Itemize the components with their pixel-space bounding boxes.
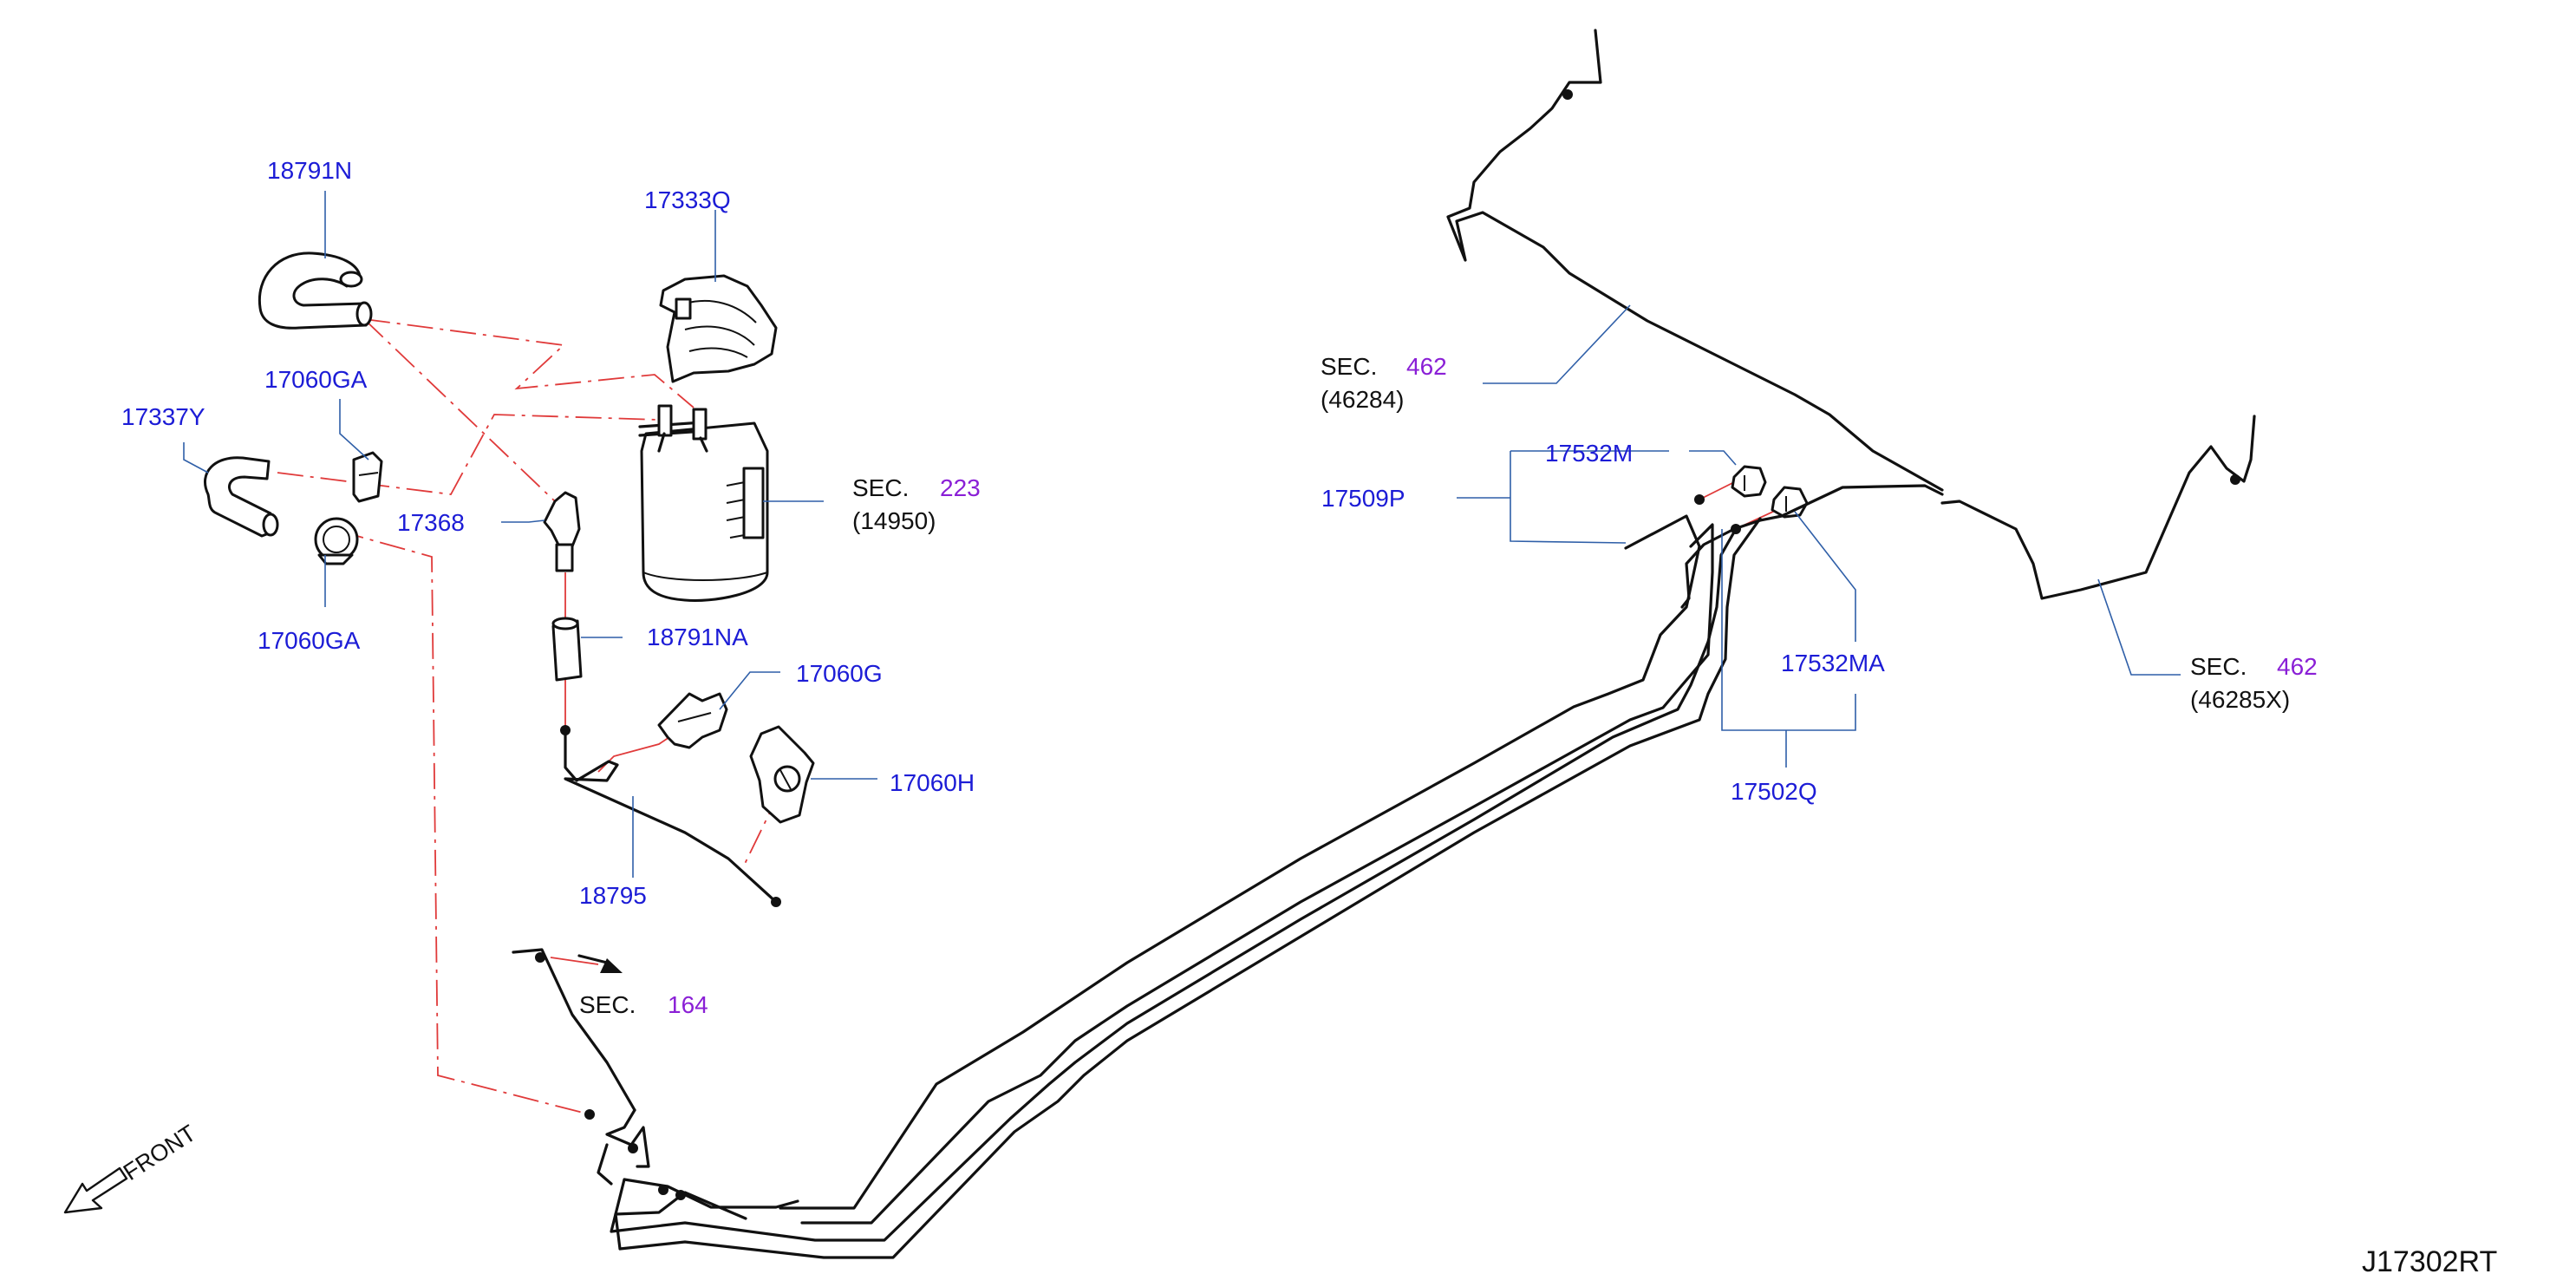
bracket-17060G-part [657,692,728,749]
fuel-pipes [512,29,2256,1259]
sec-462-right-number: 462 [2277,653,2318,680]
sec-462-left-prefix: SEC. [1321,353,1377,380]
sec-223-ref: (14950) [852,507,936,534]
sec-462-left-number: 462 [1406,353,1447,380]
front-label: FRONT [119,1120,200,1186]
connection-lines [277,318,1789,1115]
part-labels: 18791N 17333Q 17060GA 17337Y 17060GA 173… [121,157,1885,909]
pipe-endpoint-dots [535,89,2240,1200]
label-17532M: 17532M [1545,440,1633,467]
clip-17532M-part [1731,465,1767,498]
cover-17333Q-part [659,274,778,383]
label-17337Y: 17337Y [121,403,205,430]
drawing-number: J17302RT [2362,1245,2497,1278]
label-17060GA-top: 17060GA [264,366,368,393]
label-17502Q: 17502Q [1731,778,1817,805]
canister-part [638,404,769,602]
hose-18791N-part [258,252,373,330]
valve-17368-part [543,491,581,572]
clamp-17060GA-bottom-part [314,517,359,565]
bracket-17060H-part [749,725,815,824]
label-17060H: 17060H [890,769,975,796]
label-17060GA-bottom: 17060GA [258,627,361,654]
sec-164-prefix: SEC. [579,991,636,1018]
label-17532MA: 17532MA [1781,650,1885,676]
clip-17060GA-top-part [352,451,383,503]
label-17509P: 17509P [1321,485,1405,512]
front-indicator: FRONT [63,1120,200,1214]
label-17333Q: 17333Q [644,186,731,213]
sec-164-arrow [577,954,623,973]
leader-lines [183,191,2181,878]
label-18791N: 18791N [267,157,352,184]
label-18791NA: 18791NA [647,624,748,650]
section-references: SEC. 223 (14950) SEC. 164 SEC. 462 (4628… [579,353,2318,1018]
label-17060G: 17060G [796,660,883,687]
hose-17337Y-part [203,456,279,538]
hose-18791NA-part [551,617,583,682]
sec-462-right-ref: (46285X) [2190,686,2290,713]
label-18795: 18795 [579,882,647,909]
front-arrow-icon [63,1166,128,1214]
sec-223-prefix: SEC. [852,474,909,501]
label-17368: 17368 [397,509,465,536]
sec-164-number: 164 [668,991,708,1018]
sec-223-number: 223 [940,474,981,501]
sec-462-right-prefix: SEC. [2190,653,2247,680]
sec-462-left-ref: (46284) [1321,386,1405,413]
